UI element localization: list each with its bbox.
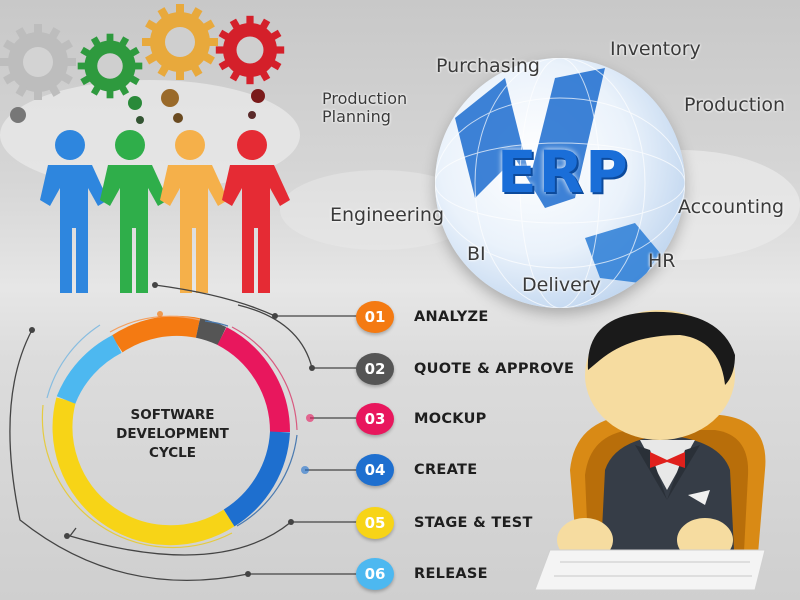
globe-illustration	[435, 58, 685, 308]
module-label-accounting: Accounting	[678, 196, 785, 218]
team-figures-illustration	[40, 130, 290, 293]
cycle-step-release: 06 RELEASE	[356, 557, 488, 591]
step-number-badge: 01	[356, 301, 394, 333]
step-label: CREATE	[414, 462, 478, 478]
person-icon	[222, 130, 290, 293]
ring-segment-analyze	[111, 315, 200, 353]
cycle-center-line-2: DEVELOPMENT	[116, 426, 229, 442]
development-cycle-ring	[9, 282, 360, 582]
module-label-hr: HR	[648, 250, 676, 272]
production-planning-text: Production Planning	[322, 89, 408, 126]
cycle-center-line-1: SOFTWARE	[130, 407, 215, 423]
ring-segment-mockup	[217, 327, 291, 433]
gear-icon	[0, 24, 76, 100]
cycle-step-analyze: 01 ANALYZE	[356, 300, 489, 334]
module-label-engineering: Engineering	[330, 204, 444, 226]
step-number-badge: 05	[356, 507, 394, 539]
bow-tie-icon	[650, 452, 685, 468]
cycle-center-line-3: CYCLE	[149, 445, 196, 461]
cycle-step-stage-test: 05 STAGE & TEST	[356, 506, 533, 540]
person-icon	[40, 130, 108, 293]
module-label-purchasing: Purchasing	[436, 55, 540, 77]
module-label-delivery: Delivery	[522, 274, 601, 296]
hair-icon	[587, 311, 735, 385]
keyboard-icon	[534, 549, 766, 591]
cycle-center-label: SOFTWARE DEVELOPMENT CYCLE	[100, 406, 245, 463]
step-number-badge: 06	[356, 558, 394, 590]
module-label-production-planning: Production Planning	[322, 90, 432, 126]
businessman-illustration	[534, 310, 766, 591]
cycle-step-create: 04 CREATE	[356, 453, 477, 487]
ring-segment-create	[223, 431, 290, 527]
step-number-badge: 04	[356, 454, 394, 486]
ring-segment-stage-test	[52, 397, 235, 546]
person-icon	[160, 130, 228, 293]
gear-icon	[215, 15, 285, 85]
step-label: QUOTE & APPROVE	[414, 361, 575, 377]
ring-segment-release	[56, 335, 122, 405]
step-label: STAGE & TEST	[414, 515, 533, 531]
module-label-inventory: Inventory	[610, 38, 701, 60]
step-label: MOCKUP	[414, 411, 487, 427]
gears-illustration	[0, 4, 285, 124]
globe-map-icon	[435, 58, 685, 308]
ring-segment-quote	[195, 318, 227, 346]
person-icon	[100, 130, 168, 293]
step-number-badge: 03	[356, 403, 394, 435]
cycle-step-mockup: 03 MOCKUP	[356, 402, 487, 436]
gear-icon	[142, 4, 218, 80]
gear-icon	[77, 33, 143, 99]
cycle-step-quote-approve: 02 QUOTE & APPROVE	[356, 352, 574, 386]
step-number-badge: 02	[356, 353, 394, 385]
step-label: RELEASE	[414, 566, 488, 582]
step-label: ANALYZE	[414, 309, 489, 325]
module-label-bi: BI	[467, 243, 486, 265]
erp-title: ERP	[497, 138, 630, 206]
module-label-production: Production	[684, 94, 786, 116]
